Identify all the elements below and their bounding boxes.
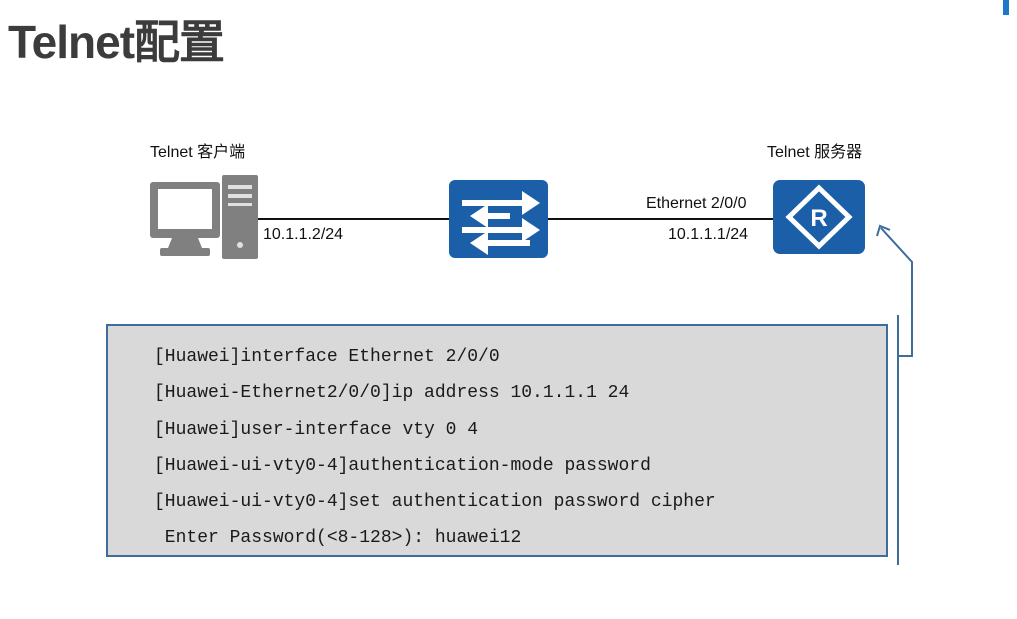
command-line: [Huawei]interface Ethernet 2/0/0: [154, 347, 500, 367]
command-line: [Huawei-ui-vty0-4]set authentication pas…: [154, 492, 716, 512]
switch-icon: [449, 180, 548, 258]
page-title: Telnet配置: [8, 16, 225, 68]
callout-arrow: [876, 224, 913, 565]
client-label: Telnet 客户端: [150, 144, 246, 161]
client-ip-label: 10.1.1.2/24: [263, 226, 344, 243]
server-label: Telnet 服务器: [767, 144, 863, 161]
corner-accent-bar: [1003, 0, 1009, 15]
server-ip-label: 10.1.1.1/24: [668, 226, 749, 243]
command-box: [Huawei]interface Ethernet 2/0/0 [Huawei…: [106, 324, 888, 557]
server-interface-label: Ethernet 2/0/0: [646, 195, 747, 212]
command-line: [Huawei-ui-vty0-4]authentication-mode pa…: [154, 456, 651, 476]
router-icon: R: [773, 180, 865, 254]
command-line: [Huawei]user-interface vty 0 4: [154, 420, 479, 440]
svg-text:R: R: [810, 205, 827, 232]
computer-icon: [150, 175, 258, 259]
command-line: [Huawei-Ethernet2/0/0]ip address 10.1.1.…: [154, 383, 630, 403]
command-line: Enter Password(<8-128>): huawei12: [154, 528, 522, 548]
